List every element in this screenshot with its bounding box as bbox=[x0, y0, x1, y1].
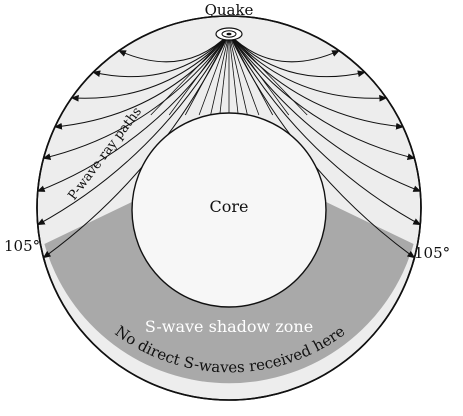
core-circle bbox=[131, 112, 327, 308]
inner-ray-line bbox=[228, 33, 260, 116]
left-ray-path bbox=[36, 33, 230, 226]
earth-outline bbox=[36, 15, 422, 401]
inner-ray-line bbox=[184, 33, 230, 116]
inner-ray-line bbox=[228, 33, 274, 116]
right-ray-path bbox=[228, 33, 366, 78]
inner-ray-line bbox=[228, 33, 290, 116]
inner-ray-line bbox=[228, 33, 239, 116]
left-ray-path bbox=[54, 33, 230, 130]
shadow-zone-label: S-wave shadow zone bbox=[145, 317, 313, 336]
quake-label: Quake bbox=[205, 1, 254, 19]
inner-ray-line bbox=[228, 33, 308, 116]
left-ray-path bbox=[92, 33, 230, 78]
core-label: Core bbox=[210, 197, 249, 216]
right-ray-path bbox=[228, 33, 404, 130]
left-ray-path bbox=[117, 33, 230, 63]
right-ray-path bbox=[228, 33, 416, 160]
inner-ray-line bbox=[210, 33, 230, 116]
right-ray-path bbox=[228, 33, 388, 102]
right-ray-path bbox=[228, 33, 422, 192]
inner-ray-line bbox=[168, 33, 230, 116]
inner-ray-line bbox=[198, 33, 230, 116]
left-ray-path bbox=[36, 33, 230, 192]
angle-label-right: 105° bbox=[414, 244, 450, 262]
inner-ray-line bbox=[219, 33, 230, 116]
right-ray-path bbox=[228, 33, 422, 226]
angle-label-left: 105° bbox=[4, 237, 40, 255]
p-wave-ray-paths bbox=[36, 33, 422, 259]
left-ray-path bbox=[42, 33, 230, 160]
quake-epicenter-icon bbox=[215, 27, 243, 41]
inner-ray-line bbox=[150, 33, 230, 116]
left-ray-path bbox=[70, 33, 230, 102]
inner-ray-line bbox=[228, 33, 248, 116]
right-ray-path bbox=[228, 33, 341, 63]
